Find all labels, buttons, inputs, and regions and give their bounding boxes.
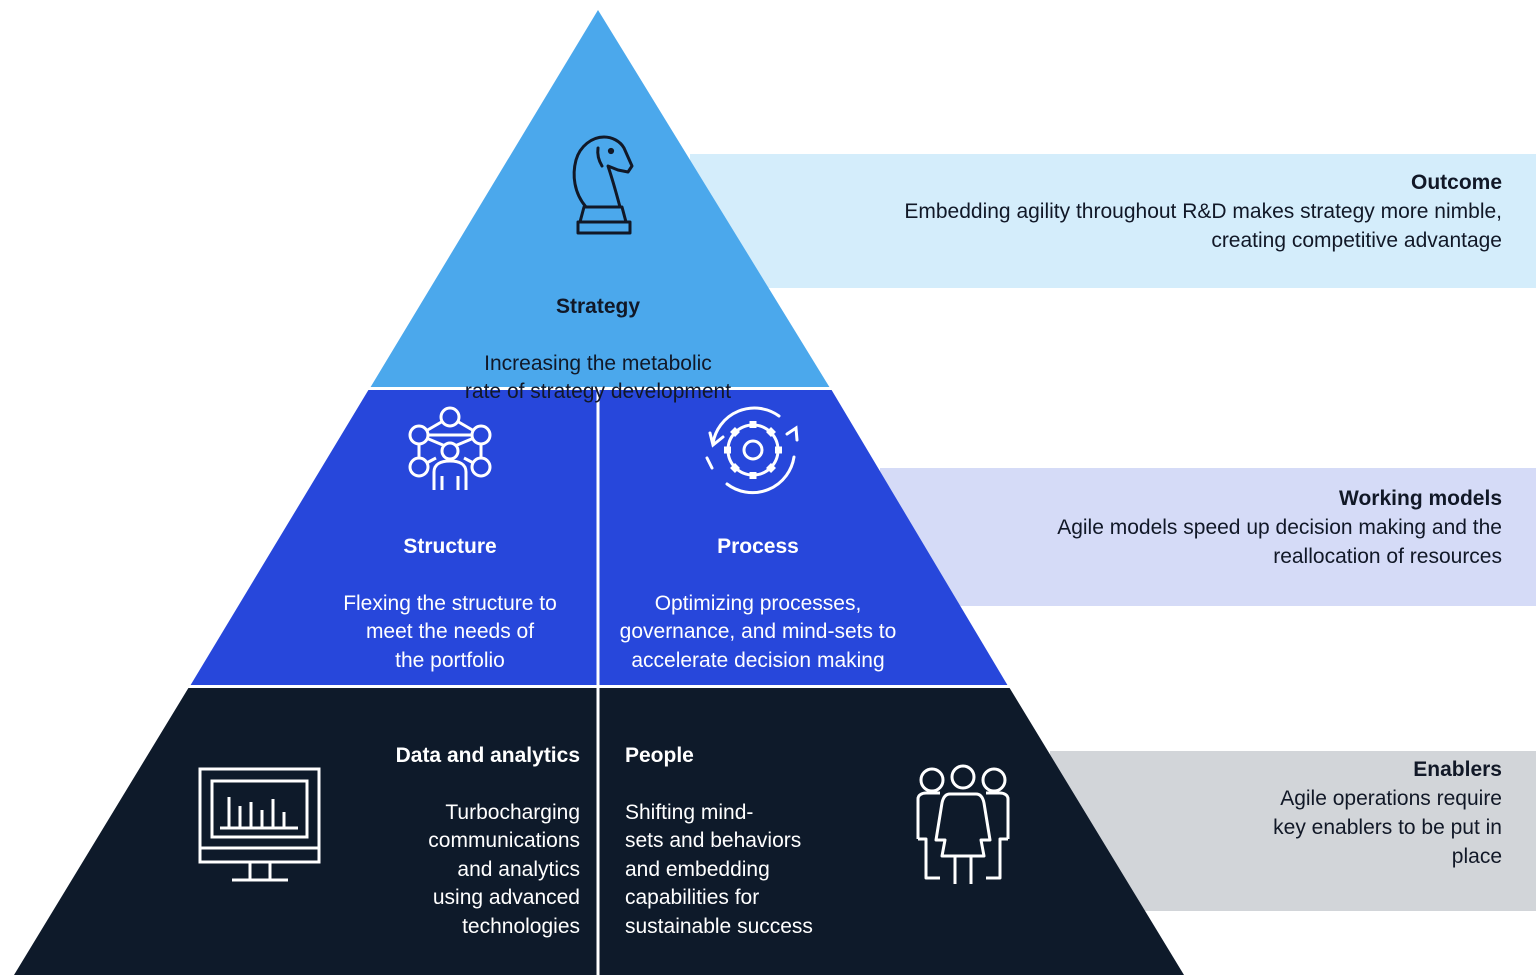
structure-title: Structure xyxy=(403,534,497,558)
outcome-panel: Outcome Embedding agility throughout R&D… xyxy=(690,154,1536,288)
structure-label: Structure Flexing the structure to meet … xyxy=(300,504,600,704)
people-group-icon xyxy=(916,764,1010,884)
working-models-title: Working models xyxy=(1339,487,1502,510)
process-label: Process Optimizing processes, governance… xyxy=(598,504,918,704)
chess-knight-icon xyxy=(572,135,634,235)
people-label: People Shifting mind- sets and behaviors… xyxy=(625,713,865,970)
data-analytics-label: Data and analytics Turbocharging communi… xyxy=(340,713,580,970)
strategy-label: Strategy Increasing the metabolic rate o… xyxy=(418,264,778,435)
structure-body: Flexing the structure to meet the needs … xyxy=(343,591,557,672)
enablers-text: Agile operations require key enablers to… xyxy=(1273,787,1502,868)
people-body: Shifting mind- sets and behaviors and em… xyxy=(625,800,813,938)
monitor-chart-icon xyxy=(198,767,321,882)
people-title: People xyxy=(625,743,694,767)
data-analytics-body: Turbocharging communications and analyti… xyxy=(428,800,580,938)
enablers-panel: Enablers Agile operations require key en… xyxy=(1050,751,1536,911)
network-nodes-person-icon xyxy=(408,406,492,490)
process-body: Optimizing processes, governance, and mi… xyxy=(619,591,897,672)
working-models-panel: Working models Agile models speed up dec… xyxy=(880,468,1536,606)
process-title: Process xyxy=(717,534,799,558)
strategy-body: Increasing the metabolic rate of strateg… xyxy=(464,351,732,404)
outcome-text: Embedding agility throughout R&D makes s… xyxy=(904,200,1502,252)
strategy-title: Strategy xyxy=(555,294,641,318)
data-analytics-title: Data and analytics xyxy=(395,743,580,767)
working-models-text: Agile models speed up decision making an… xyxy=(1057,516,1502,568)
enablers-title: Enablers xyxy=(1413,758,1502,781)
outcome-title: Outcome xyxy=(1410,171,1502,194)
strategy-tier xyxy=(370,10,830,388)
gear-cycle-icon xyxy=(705,406,799,495)
